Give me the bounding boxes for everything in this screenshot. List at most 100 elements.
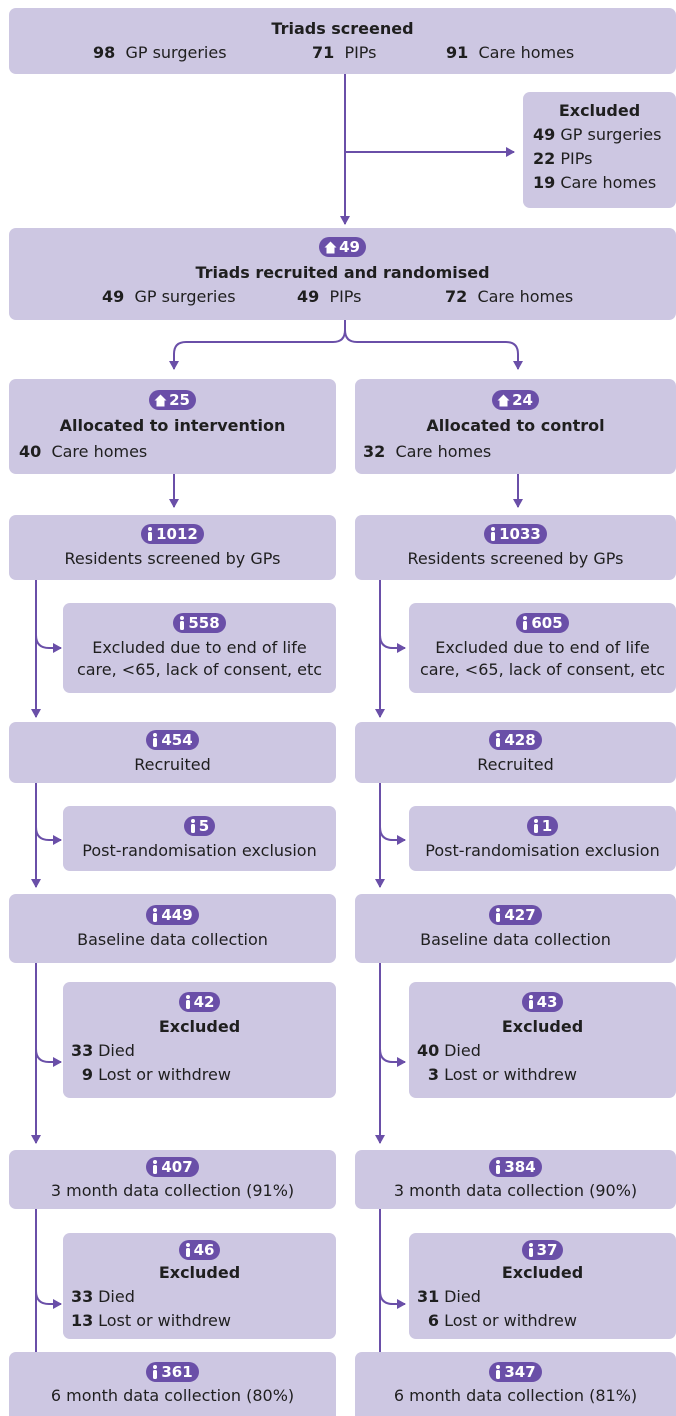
excluded-eol-line2: care, <65, lack of consent, etc [419,660,666,679]
triads-screened-box: Triads screened 98 GP surgeries 71 PIPs … [9,8,676,74]
label: GP surgeries [560,125,662,144]
count: 6 [427,1311,439,1330]
person-icon [153,1365,158,1379]
person-icon [148,527,153,541]
badge-value: 427 [504,906,536,924]
lost-row: 9 Lost or withdrew [71,1064,231,1086]
excluded-title: Excluded [158,1263,241,1282]
home-count-badge: 24 [492,390,539,410]
label: Care homes [51,442,148,461]
badge-value: 407 [161,1158,193,1176]
count: 31 [417,1287,440,1306]
person-count-badge: 1033 [484,524,547,544]
label: PIPs [344,43,377,62]
badge-value: 43 [536,993,558,1011]
excluded-triads-title: Excluded [558,101,641,120]
person-count-badge: 361 [146,1362,199,1382]
intervention-recruited-box: 454 Recruited [9,722,336,783]
excluded-title: Excluded [501,1017,584,1036]
lost-row: 13 Lost or withdrew [71,1310,231,1332]
recruited-gp-row: 49 GP surgeries [102,286,236,308]
badge-value: 24 [512,391,533,409]
control-6month-box: 347 6 month data collection (81%) [355,1352,676,1416]
person-count-badge: 347 [489,1362,542,1382]
person-icon [496,1160,501,1174]
count: 49 [102,287,125,306]
excluded-title: Excluded [158,1017,241,1036]
label: Died [98,1287,135,1306]
intervention-screened-box: 1012 Residents screened by GPs [9,515,336,580]
count: 32 [363,442,386,461]
badge-value: 449 [161,906,193,924]
allocated-carehome-row: 32 Care homes [363,441,491,463]
control-excluded-6m-box: 37 Excluded 31 Died 6 Lost or withdrew [409,1233,676,1339]
control-baseline-box: 427 Baseline data collection [355,894,676,963]
person-icon [190,819,195,833]
excluded-carehome-row: 19 Care homes [533,172,656,194]
label: Died [98,1041,135,1060]
intervention-excluded-3m-box: 42 Excluded 33 Died 9 Lost or withdrew [63,982,336,1098]
lost-row: 3 Lost or withdrew [417,1064,577,1086]
person-count-badge: 1 [526,816,559,836]
control-excluded-3m-box: 43 Excluded 40 Died 3 Lost or withdrew [409,982,676,1098]
person-icon [185,1243,190,1257]
allocated-intervention-box: 25 Allocated to intervention 40 Care hom… [9,379,336,474]
person-icon [496,733,501,747]
person-count-badge: 43 [521,992,564,1012]
control-3month-text: 3 month data collection (90%) [393,1181,638,1200]
label: PIPs [329,287,362,306]
control-post-rand-box: 1 Post-randomisation exclusion [409,806,676,871]
person-icon [153,908,158,922]
person-count-badge: 384 [489,1157,542,1177]
intervention-post-rand-text: Post-randomisation exclusion [82,841,317,860]
badge-value: 347 [504,1363,536,1381]
person-icon [496,908,501,922]
badge-value: 25 [169,391,190,409]
count: 91 [446,43,469,62]
label: Lost or withdrew [98,1065,231,1084]
badge-value: 1033 [499,525,541,543]
triads-screened-title: Triads screened [271,19,414,38]
badge-value: 558 [188,614,220,632]
control-6month-text: 6 month data collection (81%) [393,1386,638,1405]
person-count-badge: 42 [178,992,221,1012]
person-icon [153,733,158,747]
screened-carehome-row: 91 Care homes [446,42,574,64]
badge-value: 5 [198,817,210,835]
intervention-post-rand-box: 5 Post-randomisation exclusion [63,806,336,871]
count: 40 [19,442,42,461]
home-icon [154,394,167,407]
badge-value: 49 [339,238,360,256]
control-post-rand-text: Post-randomisation exclusion [425,841,660,860]
person-count-badge: 407 [146,1157,199,1177]
count: 49 [297,287,320,306]
badge-value: 454 [161,731,193,749]
label: Lost or withdrew [98,1311,231,1330]
excluded-eol-line1: Excluded due to end of life [92,638,307,657]
person-count-badge: 449 [146,905,199,925]
died-row: 33 Died [71,1286,135,1308]
died-row: 31 Died [417,1286,481,1308]
recruited-carehome-row: 72 Care homes [445,286,573,308]
count: 9 [81,1065,93,1084]
intervention-excluded-eol-box: 558 Excluded due to end of life care, <6… [63,603,336,693]
intervention-screened-text: Residents screened by GPs [64,549,281,568]
count: 13 [71,1311,94,1330]
excluded-title: Excluded [501,1263,584,1282]
died-row: 40 Died [417,1040,481,1062]
person-count-badge: 5 [183,816,216,836]
badge-value: 1012 [156,525,198,543]
intervention-3month-text: 3 month data collection (91%) [50,1181,295,1200]
badge-value: 428 [504,731,536,749]
count: 98 [93,43,116,62]
allocated-carehome-row: 40 Care homes [19,441,147,463]
count: 3 [427,1065,439,1084]
person-count-badge: 427 [489,905,542,925]
person-icon [528,995,533,1009]
control-baseline-text: Baseline data collection [420,930,611,949]
control-excluded-eol-box: 605 Excluded due to end of life care, <6… [409,603,676,693]
triads-recruited-title: Triads recruited and randomised [195,263,490,282]
person-count-badge: 37 [521,1240,564,1260]
badge-value: 42 [193,993,215,1011]
allocated-intervention-title: Allocated to intervention [59,416,286,435]
